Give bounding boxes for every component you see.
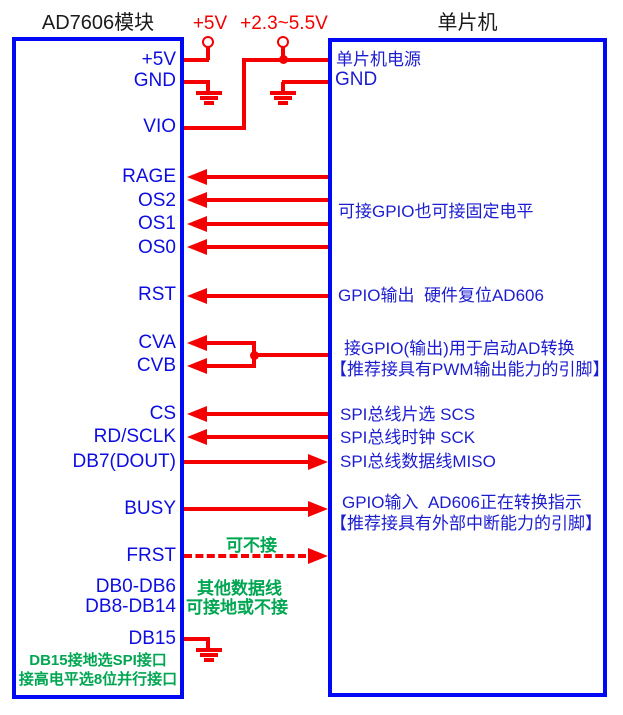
pin-frst: FRST [126, 545, 176, 566]
junction-dot-convst [250, 351, 259, 360]
note-other-lines-2: 可接地或不接 [186, 598, 288, 617]
pin-rd-sclk: RD/SCLK [93, 426, 176, 447]
mcu-label-sck: SPI总线时钟 SCK [340, 428, 476, 447]
pin-db15: DB15 [128, 628, 176, 649]
mcu-label-scs: SPI总线片选 SCS [340, 405, 476, 424]
mcu-label-busy: GPIO输入 AD606正在转换指示 [342, 493, 582, 512]
pin-gnd: GND [133, 70, 176, 91]
wire-db15-pin [184, 637, 210, 641]
wire-vio-riser [242, 58, 246, 128]
mcu-label-gnd: GND [335, 69, 378, 90]
note-frst-optional: 可不接 [226, 536, 277, 555]
pin-busy: BUSY [124, 498, 176, 519]
mcu-label-miso: SPI总线数据线MISO [340, 452, 496, 471]
mcu-label-power: 单片机电源 [336, 50, 421, 69]
pin-rage: RAGE [122, 166, 176, 187]
pin-db8-db14: DB8-DB14 [85, 596, 176, 617]
wire-vio-pin [184, 126, 246, 130]
pin-os2: OS2 [137, 190, 176, 211]
note-db15-line2: 接高电平选8位并行接口 [18, 671, 178, 688]
junction-dot-power [279, 55, 288, 64]
pin-cva: CVA [138, 332, 176, 353]
pin-5v: +5V [141, 49, 176, 70]
supply-5v-label: +5V [192, 13, 228, 34]
note-other-lines-1: 其他数据线 [197, 579, 282, 598]
pin-db7-dout: DB7(DOUT) [72, 451, 176, 472]
mcu-box [328, 38, 607, 697]
pin-rst: RST [138, 284, 176, 305]
ad7606-module-box [12, 37, 184, 699]
mcu-label-rst: GPIO输出 硬件复位AD606 [338, 286, 544, 305]
wire-range-stem [281, 46, 285, 60]
mcu-label-pwm-note: 【推荐接具有PWM输出能力的引脚】 [330, 360, 610, 379]
mcu-label-irq-note: 【推荐接具有外部中断能力的引脚】 [330, 514, 602, 533]
wire-5v-stem [206, 46, 210, 60]
pin-db0-db6: DB0-DB6 [95, 576, 176, 597]
wire-gnd-right-pin [282, 80, 328, 84]
mcu-label-gpio-os: 可接GPIO也可接固定电平 [338, 202, 534, 221]
module-title: AD7606模块 [41, 12, 155, 34]
pin-vio: VIO [143, 116, 176, 137]
pin-cs: CS [149, 403, 176, 424]
pin-os1: OS1 [137, 213, 176, 234]
wire-gnd-left-pin [184, 80, 210, 84]
mcu-title: 单片机 [437, 12, 498, 34]
mcu-label-convst: 接GPIO(输出)用于启动AD转换 [344, 339, 575, 358]
note-db15-line1: DB15接地选SPI接口 [29, 652, 167, 669]
pin-cvb: CVB [136, 355, 176, 376]
supply-range-label: +2.3~5.5V [240, 13, 328, 34]
wire-5v-pin [184, 58, 209, 62]
wire-convst-feed [252, 353, 328, 357]
pin-os0: OS0 [137, 237, 176, 258]
